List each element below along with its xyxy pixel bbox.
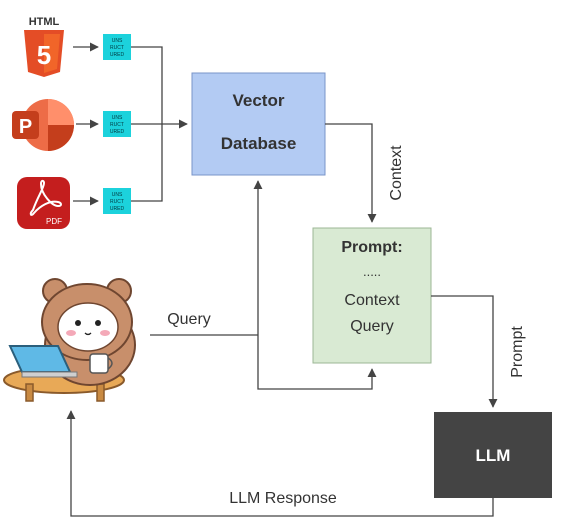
- pdf-icon: PDF: [17, 177, 70, 229]
- unstructured-line-2: RUCT: [110, 122, 124, 128]
- unstructured-tag-pdf: UNS RUCT URED: [73, 188, 131, 214]
- unstructured-tag-powerpoint: UNS RUCT URED: [76, 111, 131, 137]
- powerpoint-badge: P: [19, 116, 32, 138]
- unstructured-line-2: RUCT: [110, 199, 124, 205]
- html-caption: HTML: [29, 16, 60, 28]
- html5-icon: HTML 5: [24, 16, 64, 77]
- unstructured-tag-html: UNS RUCT URED: [73, 34, 131, 60]
- prompt-box-dots: .....: [363, 264, 381, 279]
- unstructured-line-1: UNS: [112, 38, 123, 44]
- context-label: Context: [388, 145, 405, 201]
- query-label: Query: [167, 311, 211, 328]
- query-edges: [150, 180, 377, 390]
- vector-database-line-2: Database: [221, 134, 297, 153]
- html5-badge: 5: [37, 40, 51, 70]
- ingest-connectors: [131, 46, 188, 202]
- llm-response-edge: [66, 410, 494, 517]
- prompt-box-query: Query: [350, 318, 394, 335]
- unstructured-line-1: UNS: [112, 192, 123, 198]
- context-edge: [325, 123, 377, 223]
- prompt-box: Prompt: ..... Context Query: [312, 227, 432, 364]
- llm-label: LLM: [476, 446, 511, 465]
- vector-database-line-1: Vector: [233, 91, 285, 110]
- prompt-edge: [431, 295, 498, 408]
- prompt-edge-label: Prompt: [509, 326, 526, 378]
- powerpoint-icon: P: [12, 99, 74, 151]
- unstructured-line-3: URED: [110, 129, 125, 135]
- bear-user-with-laptop-icon: [3, 278, 136, 402]
- unstructured-line-3: URED: [110, 52, 125, 58]
- llm-box: LLM: [434, 412, 552, 498]
- prompt-box-title: Prompt:: [341, 239, 402, 256]
- unstructured-line-2: RUCT: [110, 45, 124, 51]
- vector-database: Vector Database: [191, 72, 326, 176]
- pdf-caption: PDF: [46, 217, 62, 226]
- query-edge-to-prompt: [257, 335, 377, 390]
- unstructured-line-1: UNS: [112, 115, 123, 121]
- unstructured-line-3: URED: [110, 206, 125, 212]
- vector-database-box: [191, 72, 326, 176]
- llm-response-label: LLM Response: [229, 490, 337, 507]
- prompt-box-context: Context: [344, 292, 400, 309]
